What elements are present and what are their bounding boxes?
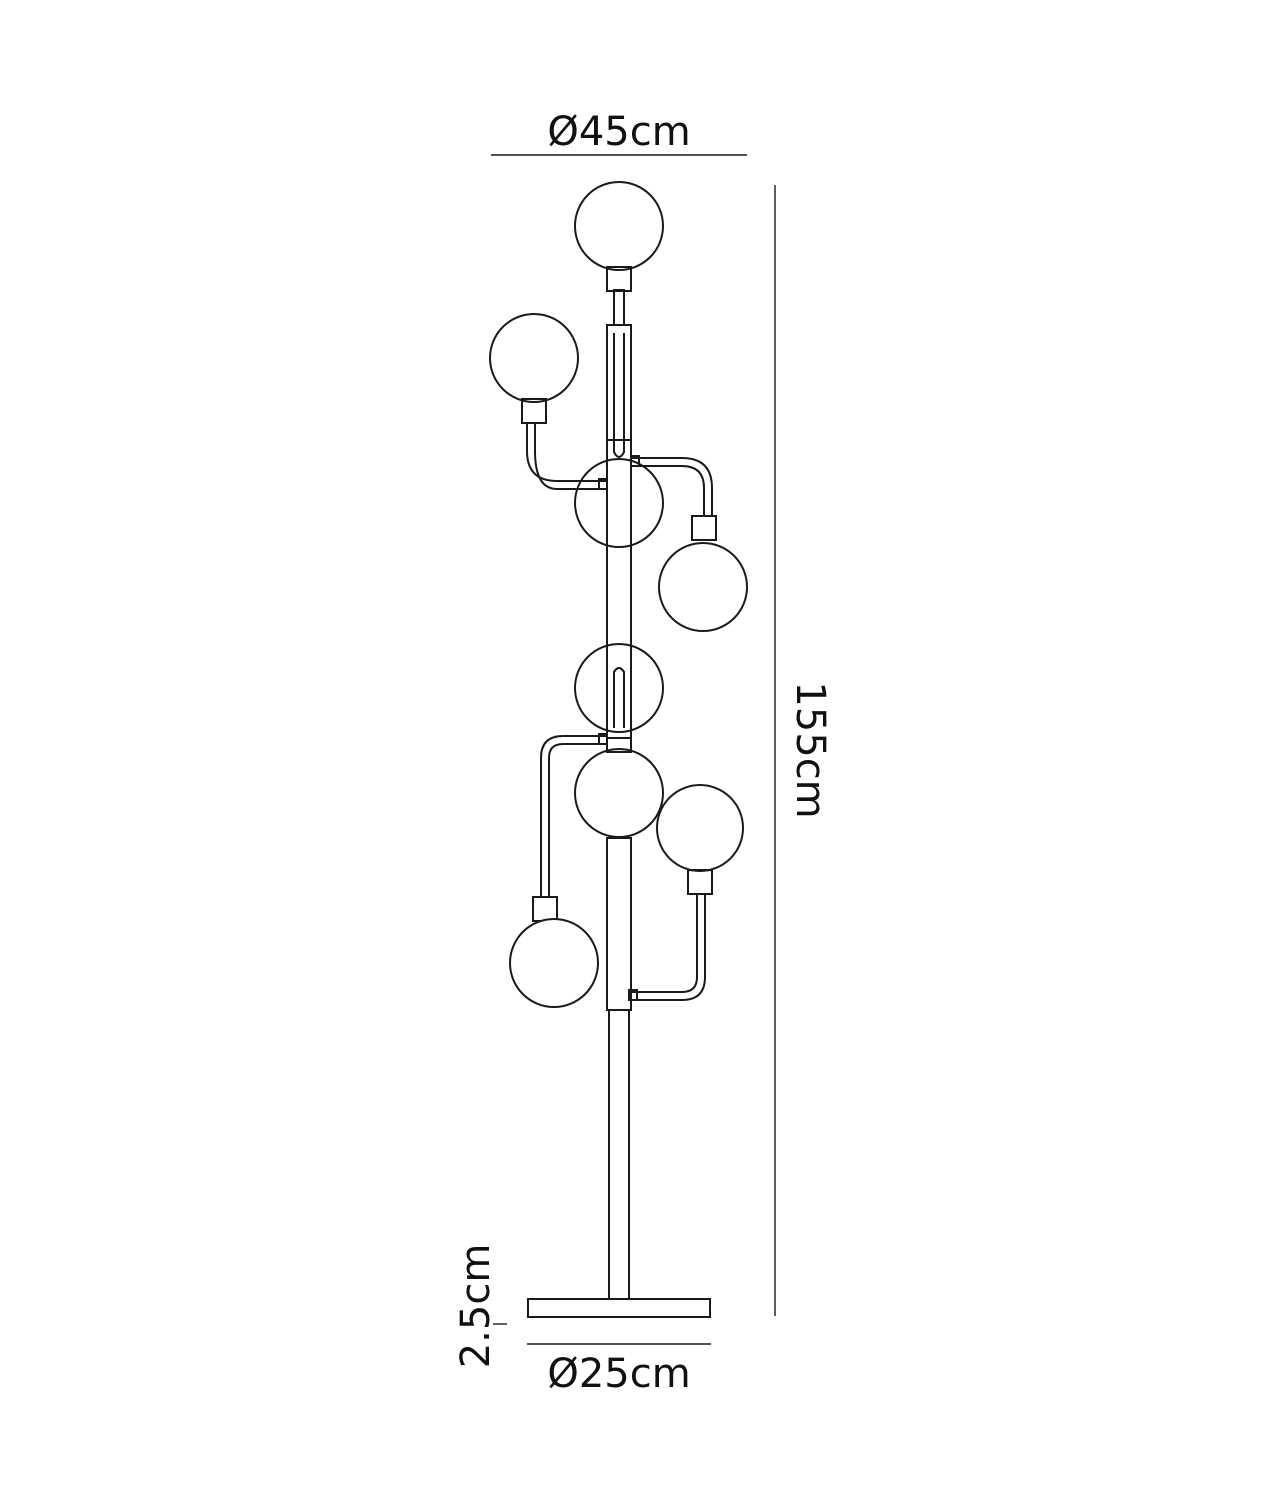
stem-slot-upper [613,333,625,458]
globe-cap-top [606,266,632,292]
globe-lower-left [509,918,599,1008]
arm-joint-upper-left [598,478,608,490]
floor-lamp [489,181,748,1318]
arm-upper-right [631,457,713,516]
globe-center-mid [574,643,664,733]
arm-upper-right-inner [631,465,705,516]
main-stem [606,837,632,1011]
arm-lower-right-inner [631,895,706,1001]
arm-upper-left [526,423,607,482]
globe-center-upper [574,458,664,548]
arm-lower-left-inner [548,743,607,897]
arm-joint-upper-right [630,455,640,467]
globe-upper-left [489,313,579,403]
arm-joint-lower-right [628,989,638,1001]
globe-upper-right [658,542,748,632]
top-stem [606,324,632,441]
arm-upper-left-inner [534,423,607,490]
top-diameter-label: Ø45cm [547,109,690,155]
globe-cap-upper-right [691,515,717,541]
base-plate [527,1298,711,1318]
arm-lower-left [540,735,607,897]
globe-cap-lower-left [532,896,558,922]
lower-stem [608,1009,630,1300]
top-rod [613,289,625,326]
height-label: 155cm [787,681,833,818]
base-diameter-label: Ø25cm [547,1351,690,1397]
stem-slot-lower [613,667,625,728]
arm-lower-right [631,895,698,993]
globe-center-lower [574,748,664,838]
globe-cap-lower-right [687,869,713,895]
globe-top [574,181,664,271]
globe-cap-upper-left [521,398,547,424]
globe-lower-right [656,784,744,872]
base-thickness-label: 2.5cm [453,1244,499,1369]
